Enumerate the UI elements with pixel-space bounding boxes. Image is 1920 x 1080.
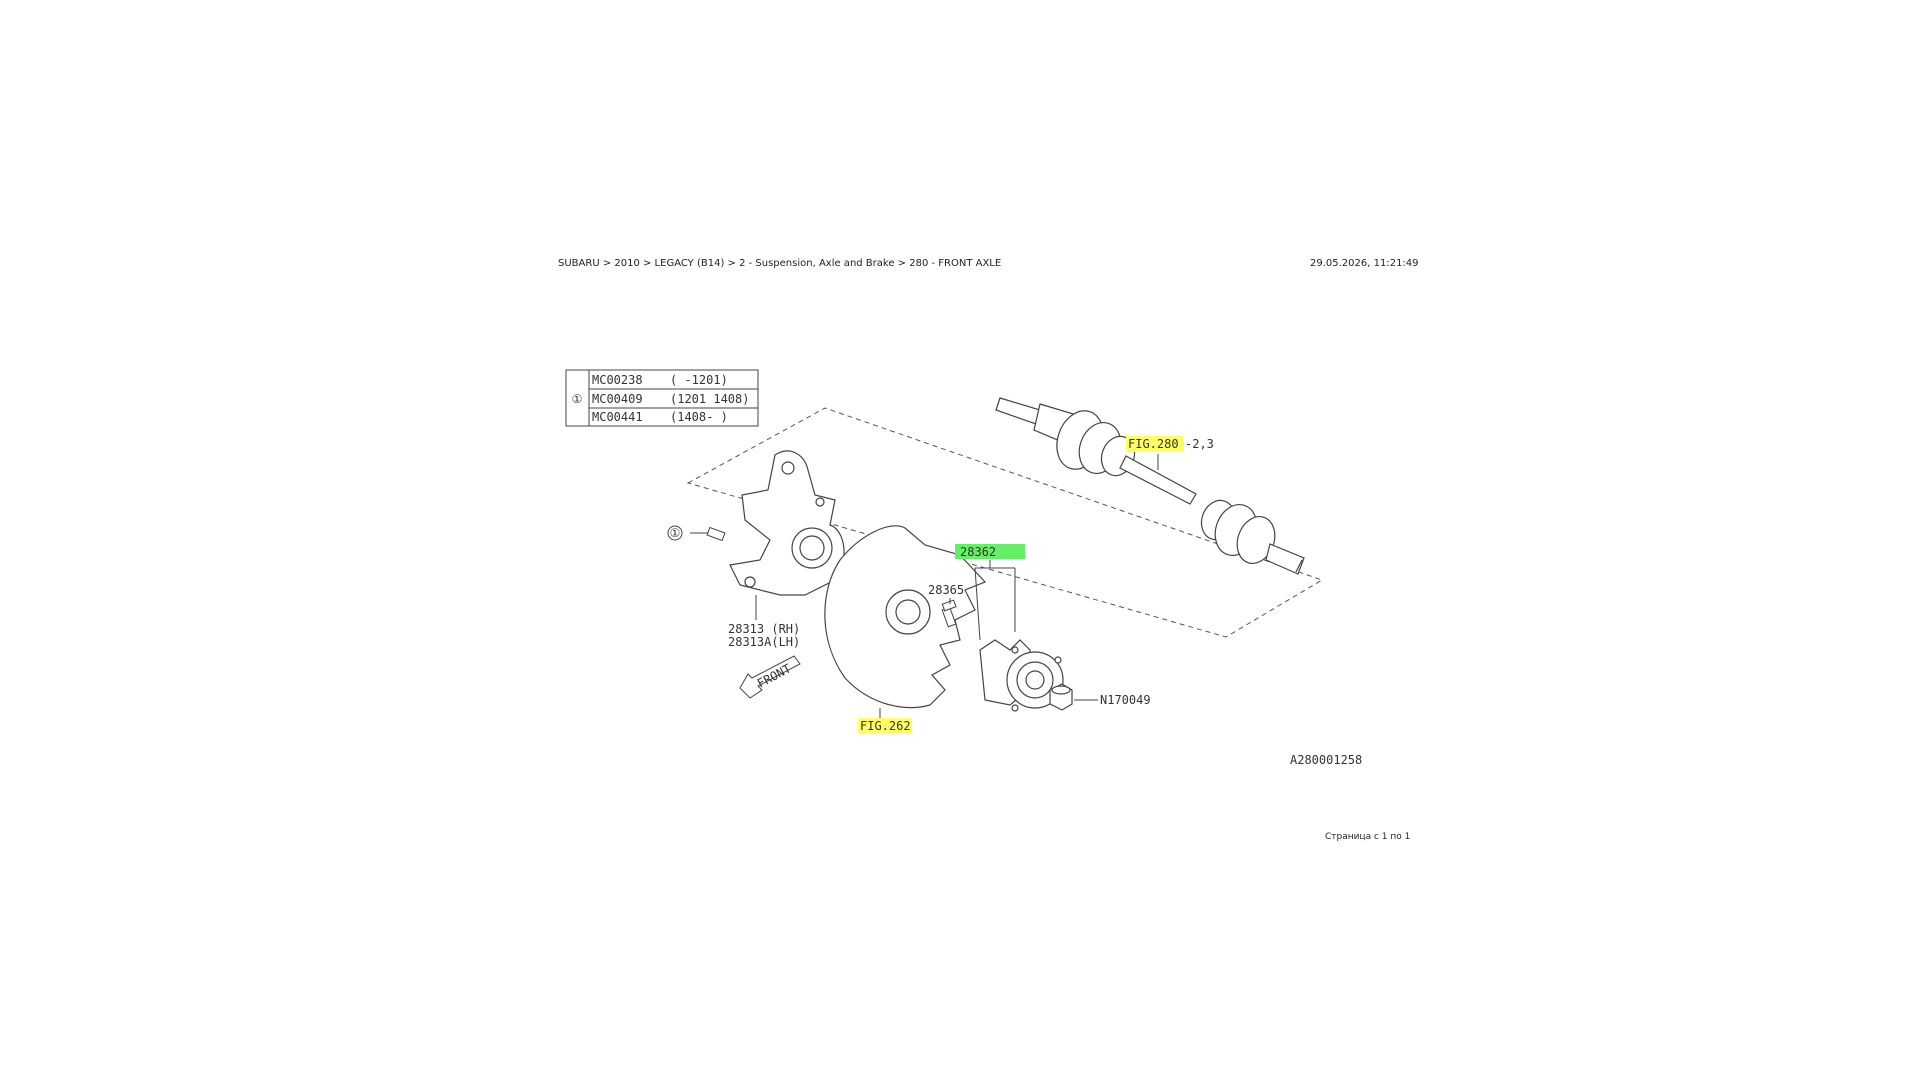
model-table: ① MC00238 ( -1201) MC00409 (1201 1408) M…	[565, 369, 759, 427]
hub-bolt-label: 28365	[928, 583, 964, 597]
table-row-range: (1408- )	[670, 410, 728, 424]
drive-shaft	[995, 397, 1305, 575]
breadcrumb: SUBARU > 2010 > LEGACY (B14) > 2 - Suspe…	[558, 258, 1002, 269]
table-row-range: (1201 1408)	[670, 392, 749, 406]
table-row-code: MC00409	[592, 392, 643, 406]
drive-shaft-ref: FIG.280	[1128, 437, 1179, 451]
knuckle-bolt	[667, 525, 726, 542]
axle-nut	[1049, 683, 1073, 711]
print-timestamp: 29.05.2026, 11:21:49	[1310, 258, 1419, 269]
page-info: Страница с 1 по 1	[1325, 832, 1411, 842]
knuckle-lh-label: 28313A(LH)	[728, 635, 800, 649]
bolt-marker: ①	[670, 526, 681, 540]
illustration-id: A280001258	[1290, 753, 1362, 767]
table-row-code: MC00441	[592, 410, 643, 424]
nut-label: N170049	[1100, 693, 1151, 707]
hub-bolt	[941, 599, 957, 628]
front-arrow-label: FRONT	[755, 661, 793, 690]
knuckle-rh-label: 28313 (RH)	[728, 622, 800, 636]
fig262-highlight	[858, 718, 912, 733]
hub-assembly	[979, 639, 1064, 712]
table-row-range: ( -1201)	[670, 373, 728, 387]
backing-plate-ref: FIG.262	[860, 719, 911, 733]
front-arrow-icon	[739, 655, 801, 699]
hub-assembly-label: 28362	[960, 545, 996, 559]
fig280-highlight	[1126, 436, 1184, 452]
table-marker: ①	[572, 392, 583, 406]
hub-highlight	[955, 544, 1025, 559]
table-row-code: MC00238	[592, 373, 643, 387]
drive-shaft-ref-suffix: -2,3	[1185, 437, 1214, 451]
brake-backing-plate	[824, 525, 987, 709]
steering-knuckle	[729, 450, 845, 596]
